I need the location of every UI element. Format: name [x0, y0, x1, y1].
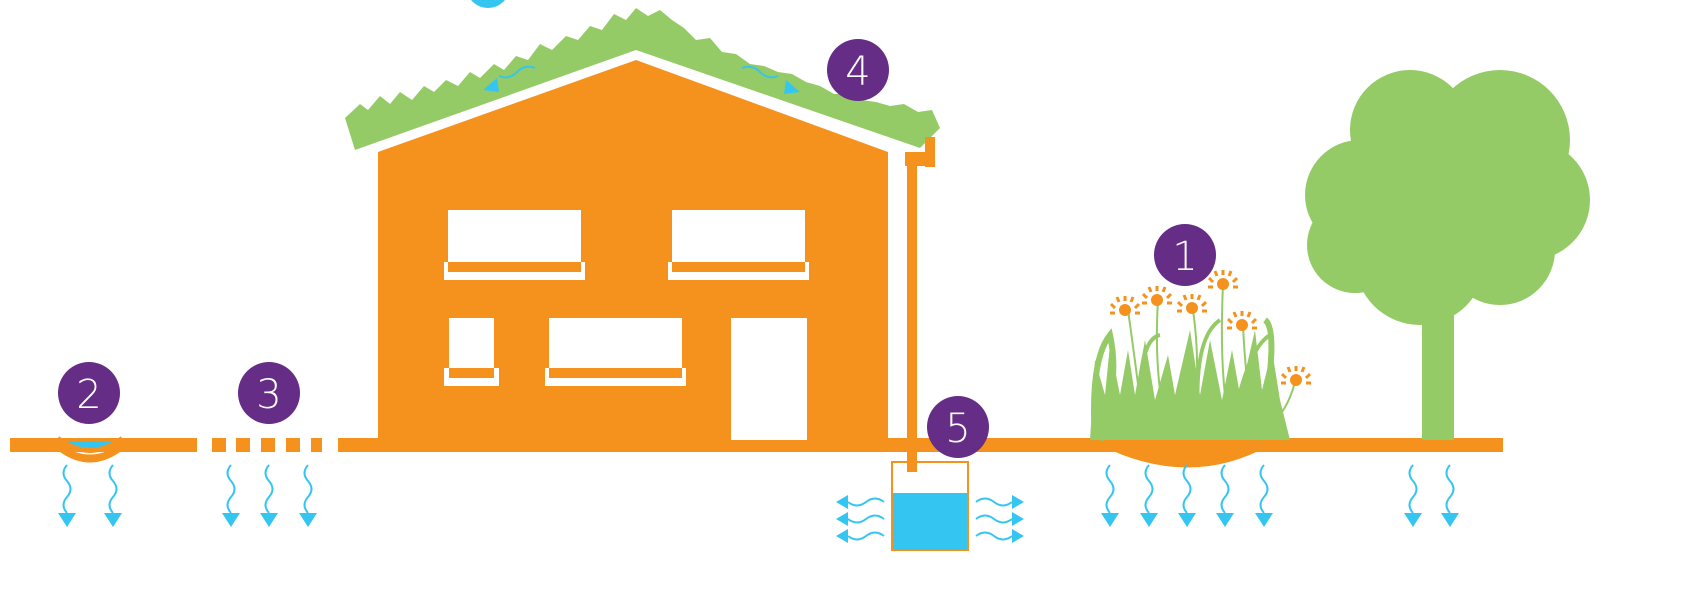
ground-line: [10, 438, 1503, 468]
badge-label: 2: [76, 372, 101, 418]
badge-permeable-pavement: 3: [238, 362, 300, 424]
house-icon: [378, 60, 888, 440]
badge-label: 3: [256, 372, 281, 418]
tree-icon: [1305, 70, 1590, 440]
badge-cistern: 5: [927, 396, 989, 458]
badge-green-roof: 4: [827, 39, 889, 101]
water-drop-icon: [466, 0, 510, 8]
badge-swale: 2: [58, 362, 120, 424]
badge-label: 1: [1172, 234, 1197, 280]
infiltration-arrows: [58, 465, 1459, 527]
badge-rain-garden: 1: [1154, 224, 1216, 286]
badge-label: 5: [945, 406, 970, 452]
badge-label: 4: [845, 49, 870, 95]
cistern: [892, 462, 968, 550]
